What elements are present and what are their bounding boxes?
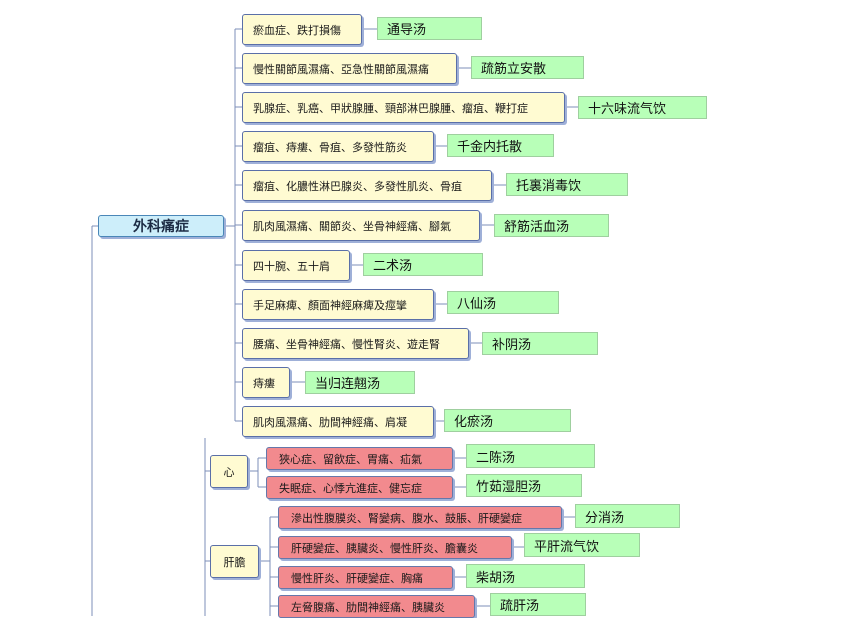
- remedy-node[interactable]: 当归连翹汤: [305, 371, 415, 394]
- condition-node[interactable]: 四十腕、五十肩: [242, 250, 350, 281]
- condition-node[interactable]: 痔瘻: [242, 367, 290, 398]
- remedy-node[interactable]: 二术汤: [363, 253, 483, 276]
- condition-node[interactable]: 腰痛、坐骨神經痛、慢性腎炎、遊走腎: [242, 328, 469, 359]
- condition-node[interactable]: 手足麻痺、顏面神經麻痺及痙攣: [242, 289, 434, 320]
- remedy-node[interactable]: 托裏消毒饮: [506, 173, 628, 196]
- root-node[interactable]: 外科痛症: [98, 215, 224, 237]
- condition-node[interactable]: 狹心症、留飲症、胃痛、疝氣: [266, 447, 453, 470]
- remedy-node[interactable]: 舒筋活血汤: [494, 214, 609, 237]
- condition-node[interactable]: 乳腺症、乳癌、甲狀腺腫、頸部淋巴腺腫、瘤疽、鞭打症: [242, 92, 565, 123]
- category-node-liver-gallbladder[interactable]: 肝膽: [210, 545, 259, 578]
- condition-node[interactable]: 瘤疽、痔瘻、骨疽、多發性筋炎: [242, 131, 434, 162]
- condition-node[interactable]: 慢性肝炎、肝硬變症、胸痛: [278, 566, 453, 589]
- remedy-node[interactable]: 八仙汤: [447, 291, 559, 314]
- condition-node[interactable]: 肝硬變症、胰臟炎、慢性肝炎、膽囊炎: [278, 536, 512, 559]
- remedy-node[interactable]: 柴胡汤: [466, 564, 585, 588]
- condition-node[interactable]: 左脅腹痛、肋間神經痛、胰臟炎: [278, 595, 475, 618]
- remedy-node[interactable]: 平肝流气饮: [524, 533, 640, 557]
- remedy-node[interactable]: 通导汤: [377, 17, 482, 40]
- remedy-node[interactable]: 分消汤: [575, 504, 680, 528]
- remedy-node[interactable]: 补阴汤: [482, 332, 598, 355]
- remedy-node[interactable]: 二陈汤: [466, 444, 595, 468]
- remedy-node[interactable]: 化瘀汤: [444, 409, 571, 432]
- remedy-node[interactable]: 竹茹湿胆汤: [466, 474, 582, 497]
- condition-node[interactable]: 失眠症、心悸亢進症、健忘症: [266, 476, 453, 499]
- category-node-heart[interactable]: 心: [210, 455, 248, 488]
- remedy-node[interactable]: 疏肝汤: [490, 593, 586, 616]
- condition-node[interactable]: 慢性關節風濕痛、亞急性關節風濕痛: [242, 53, 457, 84]
- remedy-node[interactable]: 千金内托散: [447, 134, 554, 157]
- condition-node[interactable]: 瘀血症、跌打損傷: [242, 14, 362, 45]
- condition-node[interactable]: 滲出性腹膜炎、腎變病、腹水、鼓脹、肝硬變症: [278, 506, 562, 529]
- remedy-node[interactable]: 疏筋立安散: [471, 56, 584, 79]
- condition-node[interactable]: 肌肉風濕痛、關節炎、坐骨神經痛、腳氣: [242, 210, 480, 241]
- condition-node[interactable]: 肌肉風濕痛、肋間神經痛、肩凝: [242, 406, 434, 437]
- remedy-node[interactable]: 十六味流气饮: [578, 96, 707, 119]
- condition-node[interactable]: 瘤疽、化膿性淋巴腺炎、多發性肌炎、骨疽: [242, 170, 492, 201]
